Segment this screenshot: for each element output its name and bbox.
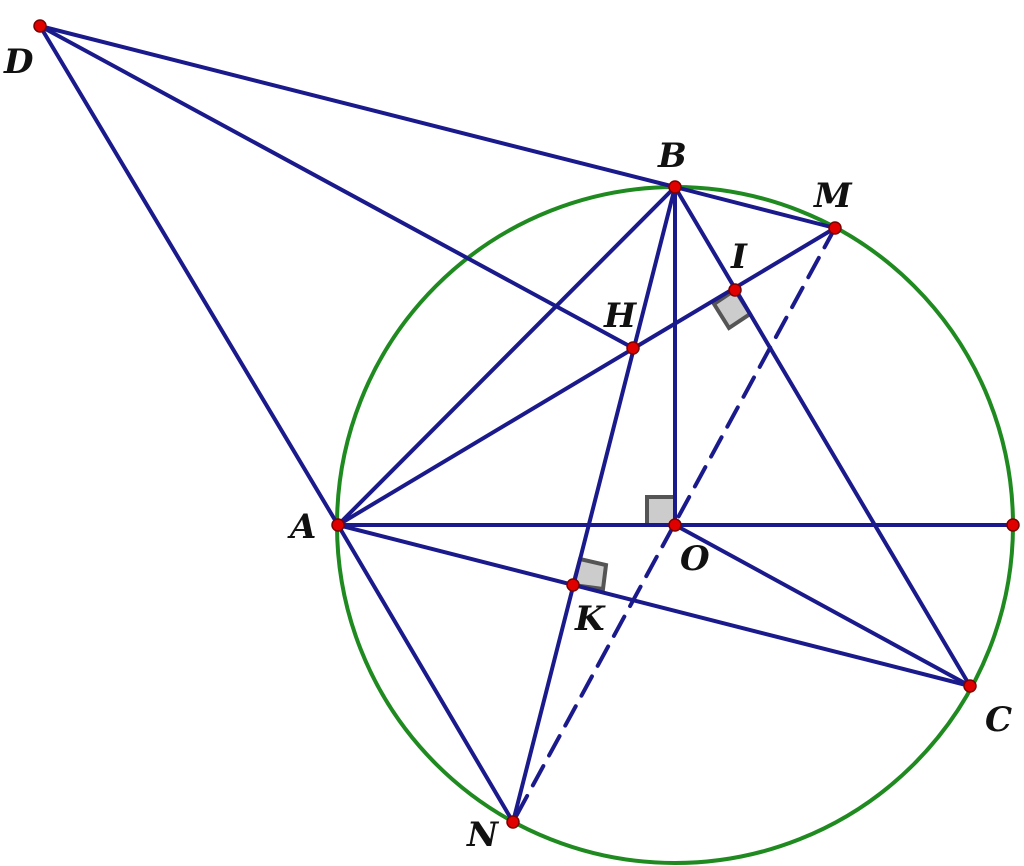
point-m	[828, 221, 842, 235]
segment-ba	[336, 185, 677, 527]
segment-dh	[38, 24, 635, 350]
point-h	[626, 341, 640, 355]
label-h: H	[603, 296, 638, 336]
point-labels: D B M I H A O K C N	[3, 42, 1012, 855]
label-d: D	[3, 42, 34, 82]
right-angle-markers	[570, 287, 753, 592]
segments	[38, 24, 1015, 824]
label-m: M	[813, 176, 853, 216]
segment-am	[336, 226, 837, 527]
segment-oc	[673, 523, 972, 688]
segment-bm	[673, 185, 837, 230]
segment-da	[38, 24, 340, 527]
segment-bc	[673, 185, 972, 688]
segment-ac	[336, 523, 972, 688]
label-b: B	[657, 136, 687, 176]
point-diameter-end	[1006, 518, 1020, 532]
segment-mn-dashed	[511, 226, 837, 824]
label-n: N	[466, 815, 500, 855]
label-a: A	[287, 507, 316, 547]
point-b	[668, 180, 682, 194]
point-o	[668, 518, 682, 532]
point-c	[963, 679, 977, 693]
label-i: I	[730, 237, 748, 277]
label-c: C	[985, 700, 1012, 740]
point-i	[728, 283, 742, 297]
points	[33, 19, 1020, 829]
segment-bn	[511, 185, 677, 824]
point-d	[33, 19, 47, 33]
point-n	[506, 815, 520, 829]
point-a	[331, 518, 345, 532]
label-o: O	[680, 539, 710, 579]
label-k: K	[574, 599, 606, 639]
segment-an	[336, 523, 515, 824]
segment-db	[38, 24, 677, 189]
point-k	[566, 578, 580, 592]
